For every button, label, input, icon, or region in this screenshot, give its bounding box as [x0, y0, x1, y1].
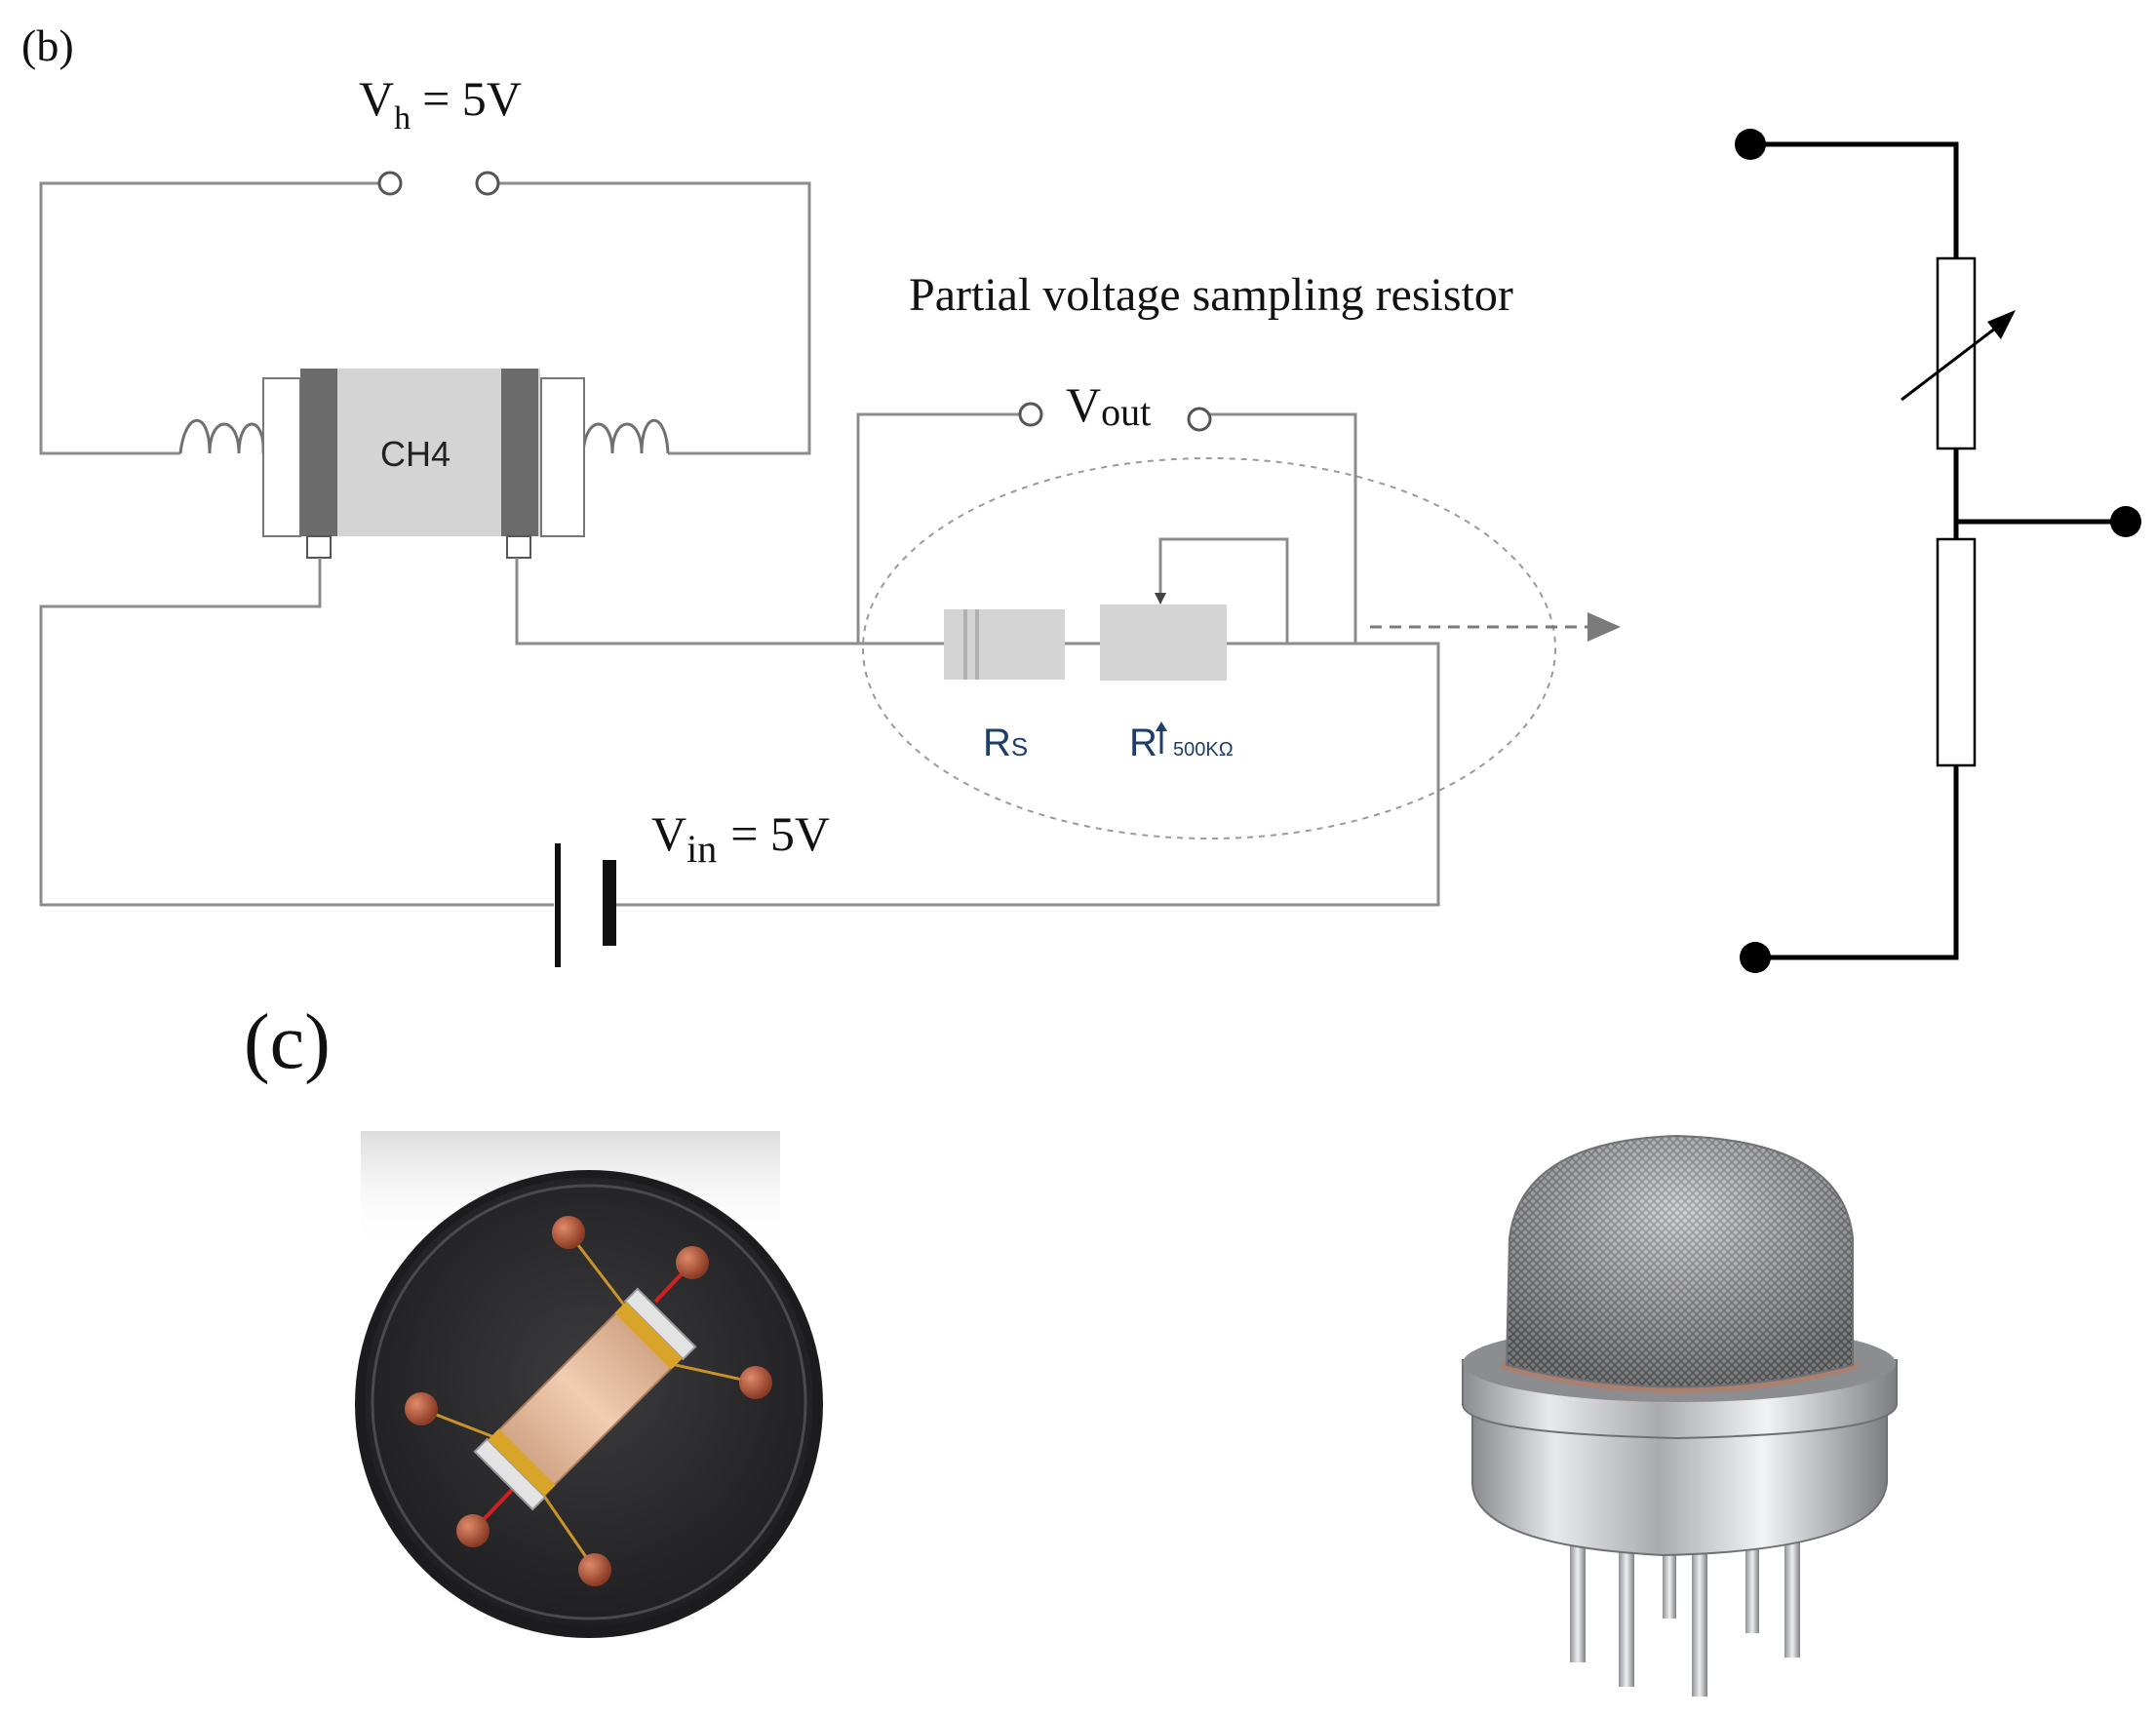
sampling-resistor-caption: Partial voltage sampling resistor [909, 269, 1513, 321]
vout-label: Vout [1066, 377, 1151, 434]
copper-pin [739, 1366, 772, 1399]
rl-label: R 500KΩ [1129, 722, 1234, 764]
copper-pin [405, 1392, 438, 1425]
variable-resistor-icon [1901, 256, 2016, 450]
vout-terminal-right [1187, 407, 1212, 432]
sensor-resistor-rs [944, 609, 1065, 680]
wiper-arrowhead [1155, 593, 1166, 605]
heater-terminal-left [377, 171, 403, 196]
heater-circuit [39, 181, 811, 455]
svg-text:500KΩ: 500KΩ [1173, 739, 1234, 761]
rs-label: RS [983, 722, 1028, 764]
ch4-sensor-element: CH4 [262, 369, 585, 559]
schematic-terminal-output [2110, 506, 2141, 537]
vout-terminal-left [1018, 402, 1043, 427]
heater-terminal-right [475, 171, 500, 196]
battery-icon [555, 843, 616, 967]
svg-text:Vh= 5V: Vh= 5V [359, 71, 522, 137]
input-voltage-label: Vin= 5V [651, 806, 830, 871]
heater-voltage-label: Vh= 5V [359, 71, 522, 137]
schematic-terminal-bottom [1740, 942, 1771, 973]
svg-text:R: R [1129, 722, 1157, 764]
fixed-resistor [1936, 537, 1977, 767]
copper-pin [456, 1514, 490, 1547]
sampling-zoom-ellipse [862, 457, 1556, 839]
panel-c-label: (c) [244, 999, 331, 1085]
copper-pin [578, 1553, 611, 1586]
arrow-right-icon [1588, 612, 1621, 642]
inductor-coil-icon [178, 419, 265, 454]
inductor-coil-icon [581, 419, 670, 454]
panel-b-label: (b) [21, 20, 74, 70]
measurement-circuit [39, 412, 1440, 907]
copper-pin [552, 1216, 585, 1249]
sensor-base-render [355, 1131, 823, 1638]
copper-pin [676, 1246, 709, 1279]
schematic-terminal-top [1735, 129, 1766, 160]
gas-sensor-module-render [1462, 1134, 1898, 1697]
load-resistor-rl [1100, 605, 1227, 681]
voltage-divider-schematic [1750, 141, 2126, 960]
ch4-label: CH4 [380, 434, 451, 474]
